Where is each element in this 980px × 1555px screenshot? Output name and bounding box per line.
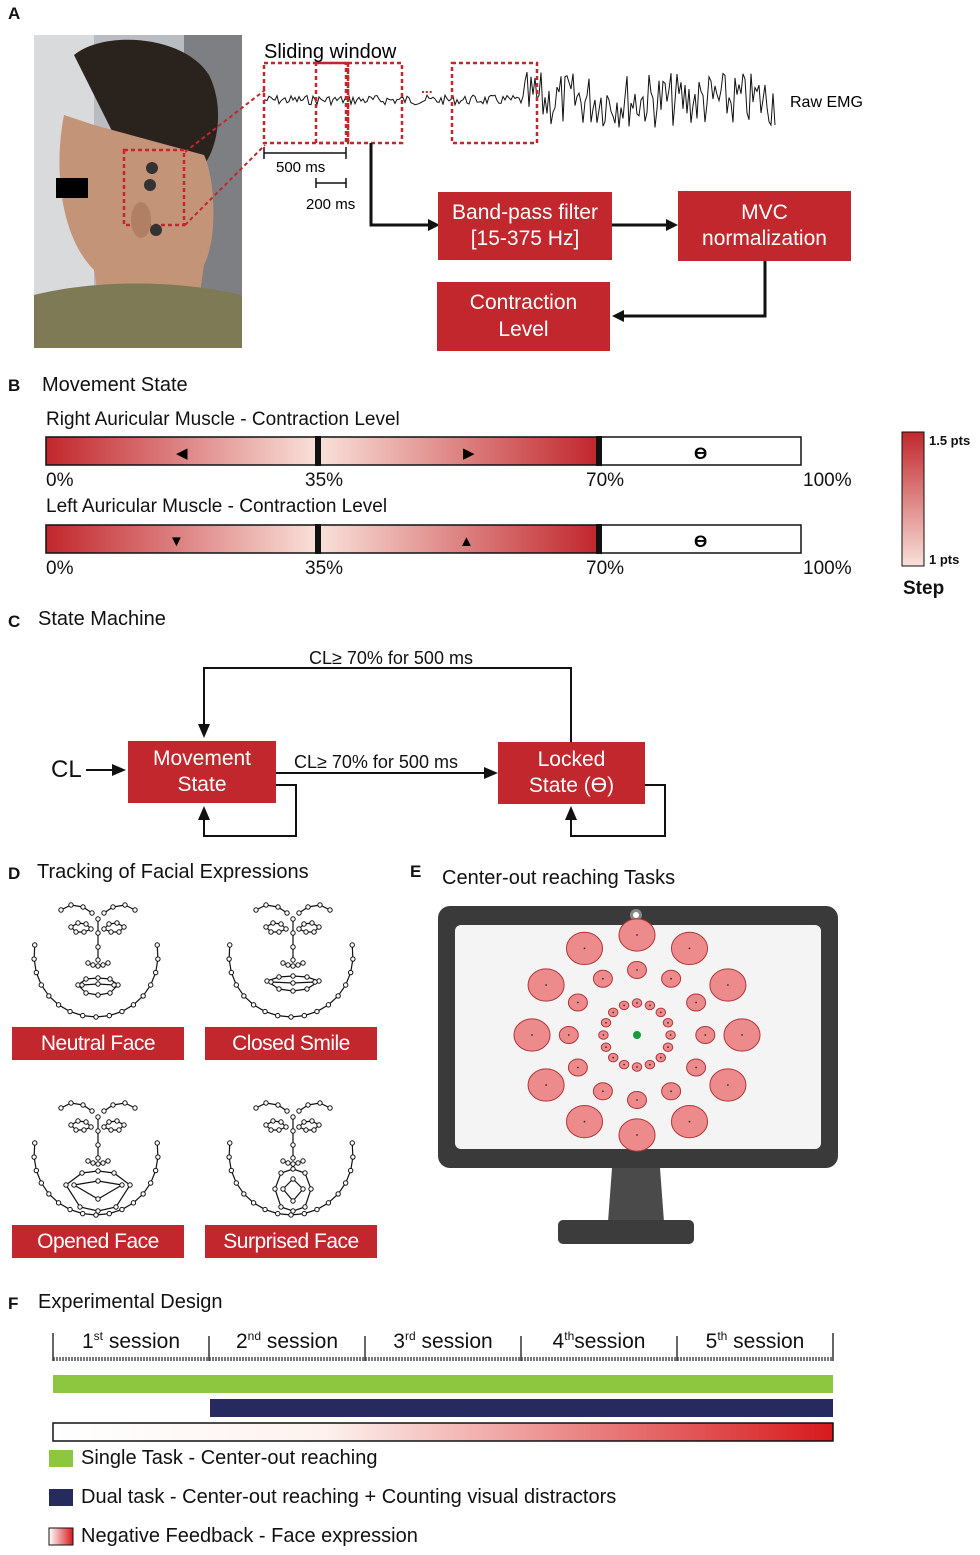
left-muscle-label: Left Auricular Muscle - Contraction Leve… [46,496,388,517]
left-tick-0: 0% [46,558,74,579]
right-muscle-label: Right Auricular Muscle - Contraction Lev… [46,409,400,430]
session-label: 4thsession [552,1329,646,1353]
arrow-right-icon: ▶ [463,445,475,462]
step-colorbar [901,431,925,567]
raw-emg-label: Raw EMG [790,94,863,111]
colorbar-max-label: 1.5 pts [929,433,971,448]
legend-dual-task: Dual task - Center-out reaching + Counti… [81,1486,617,1508]
panel-letter-a: A [8,4,21,23]
left-tick-100: 100% [803,558,852,579]
locked-state-box: Locked State (ϴ) [498,742,645,804]
edge-top-label: CL≥ 70% for 500 ms [309,648,473,668]
face-landmarks [31,902,356,1218]
locked-symbol-icon: ϴ [694,532,707,551]
reaching-targets [513,918,761,1152]
legend-negative-feedback: Negative Feedback - Face expression [81,1525,418,1547]
legend-swatch-feedback [48,1527,74,1546]
session-label: 5th session [705,1329,805,1353]
participant-photo-illustration [34,35,242,348]
right-tick-35: 35% [305,470,344,491]
state-machine-title: State Machine [38,608,166,630]
panel-a-diagram: ... 500 ms 200 ms Raw EMG Sliding window [184,41,863,322]
right-tick-100: 100% [803,470,852,491]
right-tick-0: 0% [46,470,74,491]
arrow-down-icon: ▼ [169,533,184,550]
movement-self-loop [203,784,297,837]
state-machine-diagram [86,667,666,837]
face-landmark-sketch [31,1100,161,1218]
monitor-neck [608,1168,664,1222]
cl-input-label: CL [51,756,82,783]
sliding-window-1 [262,61,350,145]
edge-mid-label: CL≥ 70% for 500 ms [294,752,458,772]
sliding-window-label: Sliding window [264,41,397,63]
face-landmark-sketch [226,902,356,1020]
right-tick-70: 70% [586,470,625,491]
arrow-to-contraction [624,260,767,318]
connector-line-top [184,89,266,153]
center-out-title: Center-out reaching Tasks [442,867,676,889]
panel-letter-d: D [8,864,21,883]
closed-smile-label: Closed Smile [205,1027,377,1060]
neutral-face-label: Neutral Face [12,1027,184,1060]
edge-locked-to-movement [203,667,572,742]
surprised-face-label: Surprised Face [205,1225,377,1258]
right-contraction-bar: ◀ ▶ ϴ [45,436,802,466]
left-contraction-bar: ▼ ▲ ϴ [45,524,802,554]
center-target [633,1031,641,1039]
panel-letter-b: B [8,376,21,395]
colorbar-min-label: 1 pts [929,552,960,567]
monitor-base [558,1220,694,1244]
left-tick-70: 70% [586,558,625,579]
session-label: 1st session [81,1329,181,1353]
connector-line-bottom [184,144,266,226]
negative-feedback-bar [52,1422,834,1442]
single-task-bar [53,1375,833,1393]
locked-symbol-icon: ϴ [694,444,707,463]
sliding-window-4 [450,61,539,145]
arrow-left-icon: ◀ [176,445,188,462]
opened-face-label: Opened Face [12,1225,184,1258]
movement-state-title: Movement State [42,374,188,396]
colorbar-title: Step [903,578,945,599]
monitor-illustration [438,906,838,1244]
panel-letter-f: F [8,1294,19,1313]
panel-letter-e: E [410,862,422,881]
mvc-normalization-box: MVC normalization [678,191,851,261]
window-500-label: 500 ms [276,159,325,176]
face-landmark-sketch [31,902,161,1020]
bandpass-filter-box: Band-pass filter [15-375 Hz] [438,192,612,260]
contraction-level-box: Contraction Level [437,282,610,351]
locked-self-loop [570,784,666,837]
left-tick-35: 35% [305,558,344,579]
session-label: 3rd session [393,1329,493,1353]
dual-task-bar [210,1399,833,1417]
window-ellipsis: ... [421,80,433,96]
experimental-design-title: Experimental Design [38,1291,223,1313]
session-label: 2nd session [235,1329,339,1353]
face-landmark-sketch [226,1100,356,1218]
arrow-to-bandpass [369,143,430,227]
sliding-window-3 [346,61,404,145]
window-200-label: 200 ms [306,196,355,213]
contraction-bars: ◀ ▶ ϴ ▼ ▲ ϴ [45,431,925,567]
legend-swatch-single [49,1450,73,1467]
legend-swatch-dual [49,1489,73,1506]
arrow-up-icon: ▲ [459,533,474,550]
facial-tracking-title: Tracking of Facial Expressions [37,861,309,883]
panel-letter-c: C [8,612,21,631]
legend-single-task: Single Task - Center-out reaching [81,1447,378,1469]
participant-photo [34,35,242,348]
movement-state-box: Movement State [128,741,276,803]
sliding-window-2 [314,61,348,145]
